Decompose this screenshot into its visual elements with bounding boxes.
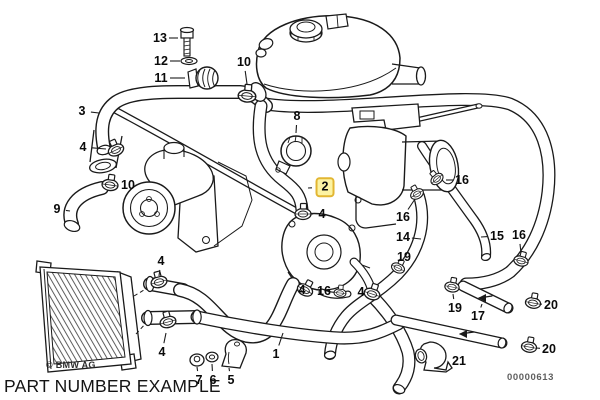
callout-leader-line bbox=[411, 237, 422, 240]
callout-leader-line bbox=[228, 367, 231, 372]
radiator-drawing bbox=[35, 260, 251, 373]
water-pump-drawing bbox=[122, 141, 253, 253]
callout-leader-line bbox=[65, 209, 71, 212]
hose-1-drawing bbox=[190, 309, 405, 345]
washer-6-drawing bbox=[205, 351, 219, 363]
bracket-21-drawing bbox=[414, 341, 453, 373]
callout-leader-line bbox=[407, 198, 416, 210]
callout-leader-line bbox=[196, 366, 199, 372]
callout-leaders bbox=[65, 37, 543, 372]
hose-clamp bbox=[443, 275, 462, 294]
hose-9-drawing bbox=[63, 181, 109, 233]
washer-12-drawing bbox=[180, 56, 198, 66]
hose-long-right-drawing bbox=[259, 93, 556, 291]
callout-leader-line bbox=[295, 124, 298, 134]
pipe-17-drawing bbox=[390, 280, 514, 349]
callout-leader-line bbox=[480, 303, 483, 308]
bolt-13-drawing bbox=[179, 26, 195, 57]
callout-leader-line bbox=[91, 147, 107, 150]
callout-leader-line bbox=[244, 70, 248, 85]
sensor-11-drawing bbox=[187, 66, 219, 90]
nut-7-drawing bbox=[189, 353, 205, 367]
callout-leader-line bbox=[519, 243, 522, 254]
hose-clamp bbox=[100, 172, 121, 193]
callout-leader-line bbox=[452, 293, 455, 300]
doc-number: 00000613 bbox=[507, 372, 555, 383]
caption-text: PART NUMBER EXAMPLE bbox=[4, 376, 221, 396]
expansion-tank-drawing bbox=[249, 13, 427, 102]
callout-leader-line bbox=[158, 269, 161, 277]
callout-leader-line bbox=[278, 332, 284, 346]
hose-2-drawing bbox=[252, 99, 309, 217]
hose-clamp bbox=[523, 291, 543, 311]
hose-clamp bbox=[519, 335, 539, 355]
copyright-text: © BMW AG bbox=[46, 360, 96, 370]
clamp-ring-8-drawing bbox=[275, 135, 312, 175]
callout-leader-line bbox=[163, 332, 167, 344]
throttle-body-drawing bbox=[337, 103, 483, 229]
bracket-5-drawing bbox=[221, 339, 247, 369]
callout-leader-line bbox=[90, 111, 100, 114]
